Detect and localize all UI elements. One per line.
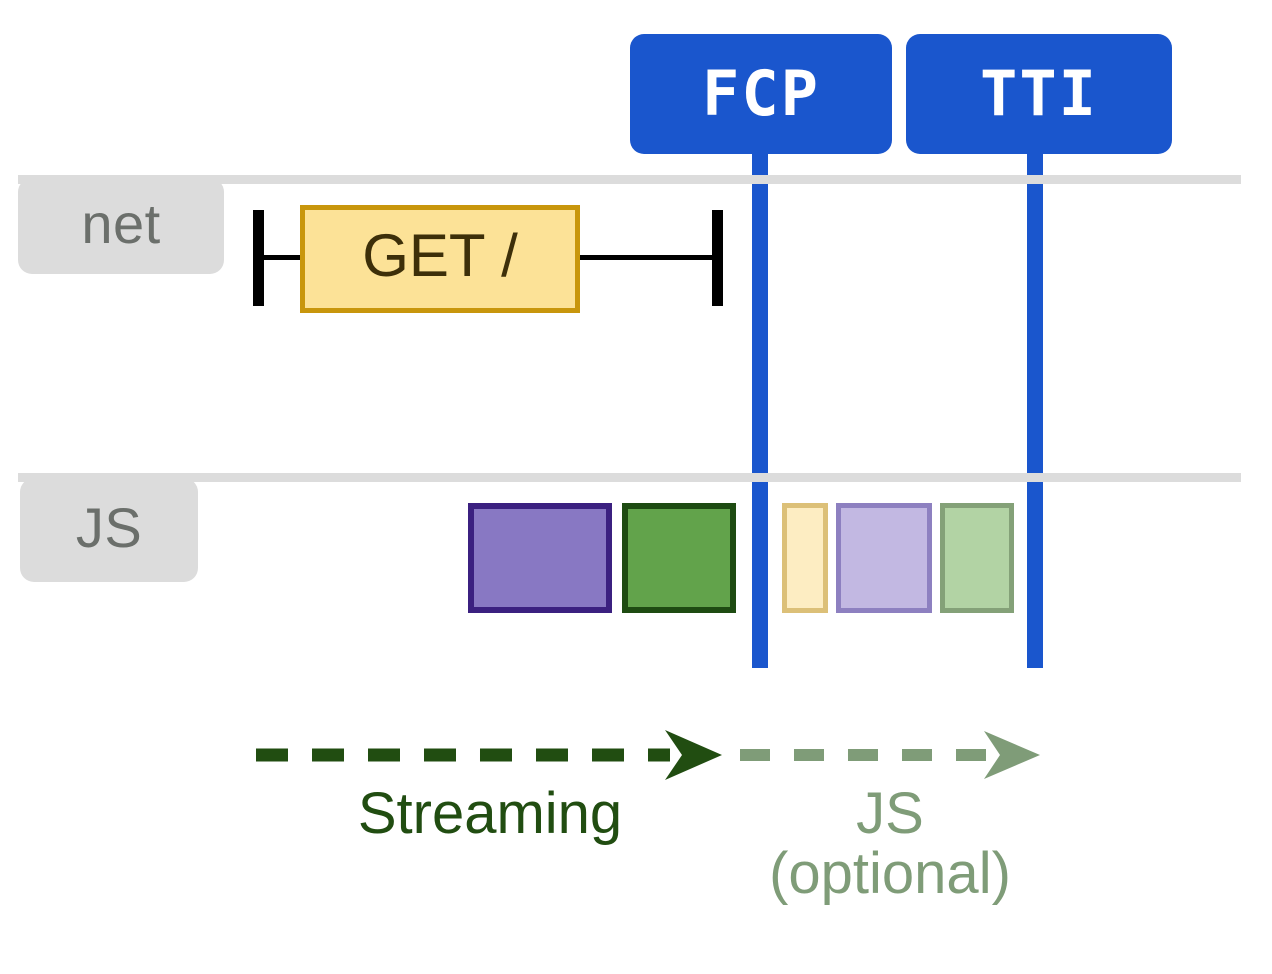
phase-arrow-streaming: [256, 730, 722, 780]
request-start-cap: [253, 210, 264, 306]
phase-label-js-optional-line1: JS: [856, 781, 924, 846]
track-label-js: JS: [20, 478, 198, 582]
request-box-get[interactable]: GET /: [300, 205, 580, 313]
track-label-net-text: net: [81, 192, 161, 255]
phase-label-js-optional-line2: (optional): [769, 841, 1011, 907]
track-baseline-js: [18, 473, 1241, 482]
track-label-js-text: JS: [75, 496, 143, 559]
network-request-get-root[interactable]: GET /: [253, 205, 723, 315]
js-task-block-1[interactable]: [468, 503, 612, 613]
phase-label-streaming-text: Streaming: [357, 781, 623, 846]
milestone-flag-tti[interactable]: TTI: [906, 34, 1172, 154]
phase-label-js-optional: JS (optional): [740, 781, 1040, 907]
js-task-block-5-optional[interactable]: [940, 503, 1014, 613]
js-task-block-4-optional[interactable]: [836, 503, 932, 613]
js-task-block-2[interactable]: [622, 503, 736, 613]
phase-arrow-js-optional: [740, 731, 1040, 779]
track-label-net: net: [18, 178, 224, 274]
milestone-stem-fcp: [752, 140, 768, 668]
request-end-cap: [712, 210, 723, 306]
milestone-flag-fcp[interactable]: FCP: [630, 34, 892, 154]
milestone-label-fcp: FCP: [702, 57, 820, 130]
track-baseline-net: [18, 175, 1241, 184]
phase-label-streaming: Streaming: [250, 781, 730, 846]
js-task-block-3-optional[interactable]: [782, 503, 828, 613]
milestone-label-tti: TTI: [980, 57, 1098, 130]
request-label-get: GET /: [362, 222, 518, 289]
milestone-stem-tti: [1027, 140, 1043, 668]
